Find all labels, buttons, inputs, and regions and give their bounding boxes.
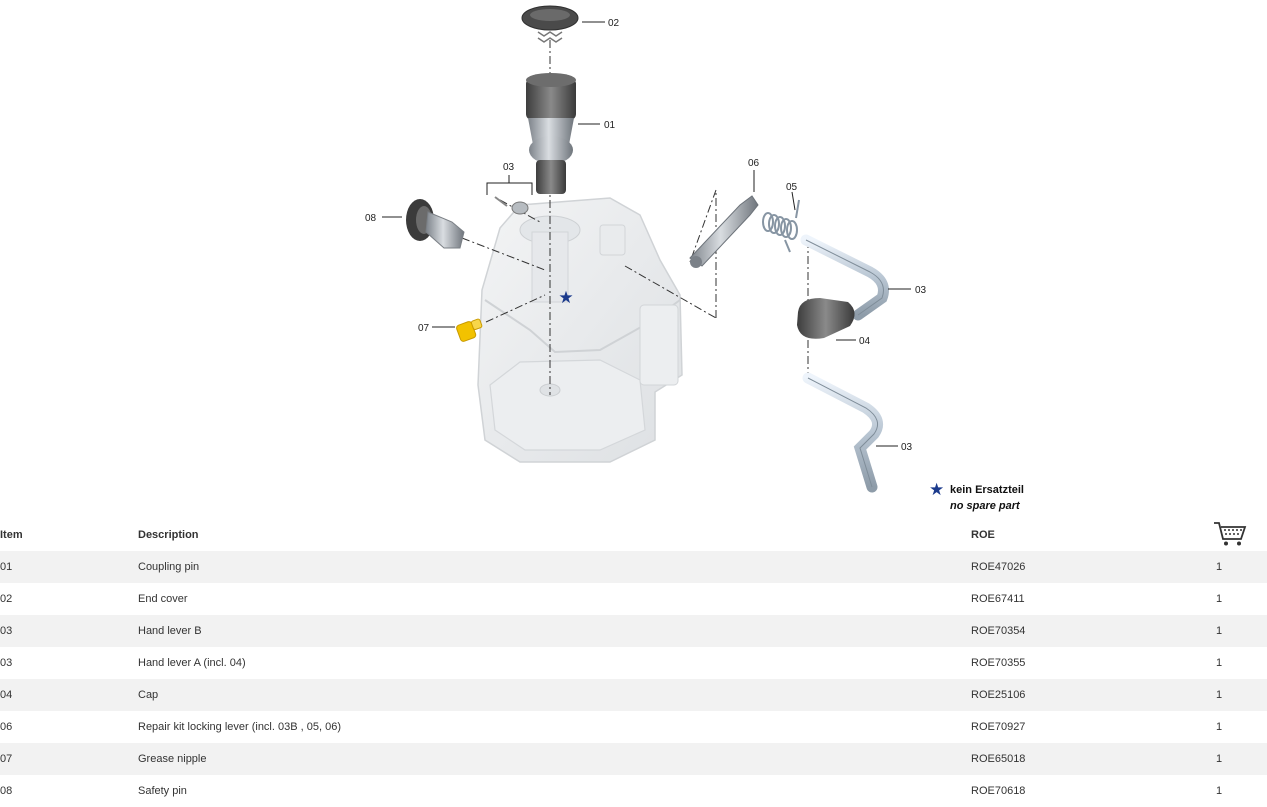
table-row[interactable]: 02 End cover ROE67411 1 bbox=[0, 583, 1267, 615]
hand-lever-b-part bbox=[802, 372, 884, 493]
coupling-housing bbox=[477, 197, 683, 463]
cell-item: 07 bbox=[0, 743, 138, 775]
column-header-description: Description bbox=[138, 529, 199, 541]
safety-pin-part bbox=[406, 199, 465, 249]
parts-table: Item Description ROE 01 Coupling pin ROE… bbox=[0, 519, 1267, 807]
cell-item: 03 bbox=[0, 657, 13, 669]
grease-nipple-part bbox=[456, 318, 483, 342]
cell-qty: 1 bbox=[1216, 551, 1267, 583]
callout-label: 07 bbox=[418, 323, 430, 334]
cell-item: 06 bbox=[0, 721, 13, 733]
cell-description: Coupling pin bbox=[138, 551, 971, 583]
assembly-lines bbox=[461, 40, 809, 395]
callout-labels: 02 01 03 08 07 06 05 03 04 03 bbox=[365, 18, 927, 453]
cell-description: Safety pin bbox=[138, 785, 187, 797]
cell-roe: ROE25106 bbox=[971, 679, 1216, 711]
table-row[interactable]: 07 Grease nipple ROE65018 1 bbox=[0, 743, 1267, 775]
cell-qty: 1 bbox=[1216, 615, 1267, 647]
end-cover-part bbox=[521, 5, 579, 43]
cell-item: 04 bbox=[0, 679, 138, 711]
table-header-row: Item Description ROE bbox=[0, 519, 1267, 551]
table-row[interactable]: 03 Hand lever A (incl. 04) ROE70355 1 bbox=[0, 647, 1267, 679]
locking-lever-part bbox=[689, 195, 759, 268]
cell-qty: 1 bbox=[1216, 657, 1223, 669]
cell-item: 08 bbox=[0, 785, 13, 797]
table-row[interactable]: 08 Safety pin ROE70618 1 bbox=[0, 775, 1267, 807]
cell-qty: 1 bbox=[1216, 785, 1223, 797]
table-row[interactable]: 01 Coupling pin ROE47026 1 bbox=[0, 551, 1267, 583]
table-row[interactable]: 03 Hand lever B ROE70354 1 bbox=[0, 615, 1267, 647]
callout-label: 01 bbox=[604, 120, 616, 131]
cell-description: Cap bbox=[138, 679, 971, 711]
cap-part bbox=[797, 298, 855, 339]
cell-roe: ROE70354 bbox=[971, 615, 1216, 647]
spring-part bbox=[762, 199, 800, 253]
cell-description: Grease nipple bbox=[138, 743, 971, 775]
callout-label: 02 bbox=[608, 18, 620, 29]
cell-roe: ROE67411 bbox=[971, 593, 1025, 605]
cell-roe: ROE70927 bbox=[971, 721, 1026, 733]
cell-roe: ROE65018 bbox=[971, 743, 1216, 775]
legend-no-spare-part-de: kein Ersatzteil bbox=[950, 484, 1024, 496]
legend-star-icon: ★ bbox=[929, 480, 945, 499]
cell-item: 02 bbox=[0, 593, 13, 605]
cell-qty: 1 bbox=[1216, 679, 1267, 711]
callout-label: 08 bbox=[365, 213, 377, 224]
table-row[interactable]: 04 Cap ROE25106 1 bbox=[0, 679, 1267, 711]
callout-label: 06 bbox=[748, 158, 760, 169]
exploded-parts-diagram: ★ 02 01 03 08 07 06 05 03 04 03 bbox=[365, 5, 927, 493]
callout-label: 03 bbox=[915, 285, 927, 296]
callout-label: 05 bbox=[786, 182, 798, 193]
cell-qty: 1 bbox=[1216, 593, 1223, 605]
cell-roe: ROE70355 bbox=[971, 657, 1026, 669]
coupling-pin-part bbox=[526, 73, 576, 194]
cell-roe: ROE47026 bbox=[971, 551, 1216, 583]
no-spare-part-star-icon: ★ bbox=[558, 288, 573, 307]
callout-label: 04 bbox=[859, 336, 871, 347]
cell-description: End cover bbox=[138, 593, 188, 605]
column-header-roe: ROE bbox=[971, 529, 995, 541]
callout-label: 03 bbox=[503, 162, 515, 173]
cell-qty: 1 bbox=[1216, 743, 1267, 775]
table-row[interactable]: 06 Repair kit locking lever (incl. 03B ,… bbox=[0, 711, 1267, 743]
legend-no-spare-part-en: no spare part bbox=[950, 500, 1020, 512]
hand-lever-a-part bbox=[800, 234, 889, 321]
cell-item: 03 bbox=[0, 615, 138, 647]
pin-washer-part bbox=[486, 175, 533, 215]
cell-qty: 1 bbox=[1216, 721, 1223, 733]
cell-description: Repair kit locking lever (incl. 03B , 05… bbox=[138, 721, 341, 733]
cart-icon bbox=[1214, 521, 1247, 545]
cell-roe: ROE70618 bbox=[971, 785, 1026, 797]
callout-leaders bbox=[382, 21, 911, 447]
cell-item: 01 bbox=[0, 551, 138, 583]
cell-description: Hand lever B bbox=[138, 615, 971, 647]
column-header-cart bbox=[1214, 519, 1267, 551]
column-header-item: Item bbox=[0, 529, 23, 541]
callout-label: 03 bbox=[901, 442, 913, 453]
cell-description: Hand lever A (incl. 04) bbox=[138, 657, 246, 669]
